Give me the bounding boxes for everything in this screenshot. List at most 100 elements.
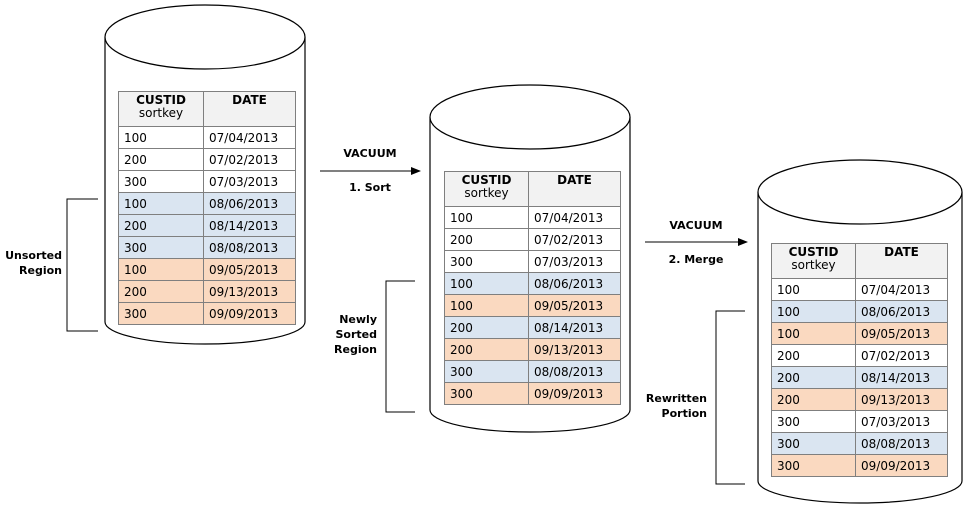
header-date: DATE bbox=[203, 91, 296, 127]
newly-sorted-bracket bbox=[385, 280, 415, 413]
custid-cell: 300 bbox=[444, 360, 529, 383]
date-cell: 08/06/2013 bbox=[203, 192, 296, 215]
merge-step-label: 2. Merge bbox=[668, 253, 724, 266]
custid-cell: 200 bbox=[444, 316, 529, 339]
newly-label-line-3: Region bbox=[334, 343, 377, 356]
date-cell: 09/05/2013 bbox=[203, 258, 296, 281]
custid-cell: 100 bbox=[444, 272, 529, 295]
rewritten-label-line-2: Portion bbox=[661, 407, 707, 420]
custid-cell: 300 bbox=[444, 382, 529, 405]
custid-cell: 100 bbox=[771, 322, 856, 345]
rewritten-portion-label: Rewritten Portion bbox=[630, 391, 707, 421]
custid-cell: 300 bbox=[771, 454, 856, 477]
custid-cell: 300 bbox=[771, 432, 856, 455]
date-cell: 07/04/2013 bbox=[855, 278, 948, 301]
date-cell: 07/04/2013 bbox=[203, 126, 296, 149]
rewritten-bracket bbox=[715, 310, 745, 485]
date-cell: 09/13/2013 bbox=[203, 280, 296, 303]
date-cell: 07/02/2013 bbox=[528, 228, 621, 251]
date-cell: 09/09/2013 bbox=[203, 302, 296, 325]
unsorted-label-line-2: Region bbox=[19, 264, 62, 277]
custid-cell: 100 bbox=[444, 294, 529, 317]
date-cell: 08/06/2013 bbox=[528, 272, 621, 295]
unsorted-region-label: Unsorted Region bbox=[0, 248, 62, 278]
custid-cell: 200 bbox=[771, 344, 856, 367]
date-cell: 09/05/2013 bbox=[528, 294, 621, 317]
date-cell: 07/02/2013 bbox=[855, 344, 948, 367]
date-cell: 07/03/2013 bbox=[203, 170, 296, 193]
custid-cell: 300 bbox=[118, 236, 204, 259]
unsorted-bracket bbox=[66, 198, 98, 332]
rewritten-label-line-1: Rewritten bbox=[645, 392, 707, 405]
vacuum-label-1: VACUUM bbox=[343, 147, 397, 160]
date-cell: 08/14/2013 bbox=[528, 316, 621, 339]
date-cell: 09/09/2013 bbox=[855, 454, 948, 477]
date-cell: 09/05/2013 bbox=[855, 322, 948, 345]
custid-cell: 200 bbox=[771, 388, 856, 411]
custid-cell: 100 bbox=[118, 258, 204, 281]
date-cell: 08/08/2013 bbox=[528, 360, 621, 383]
custid-cell: 200 bbox=[444, 338, 529, 361]
newly-sorted-region-label: Newly Sorted Region bbox=[318, 312, 377, 357]
custid-cell: 100 bbox=[118, 192, 204, 215]
date-cell: 08/06/2013 bbox=[855, 300, 948, 323]
date-cell: 09/13/2013 bbox=[528, 338, 621, 361]
custid-cell: 100 bbox=[444, 206, 529, 229]
header-date: DATE bbox=[855, 243, 948, 279]
date-cell: 07/04/2013 bbox=[528, 206, 621, 229]
custid-cell: 300 bbox=[444, 250, 529, 273]
newly-label-line-1: Newly bbox=[339, 313, 377, 326]
custid-cell: 300 bbox=[118, 302, 204, 325]
custid-cell: 100 bbox=[771, 300, 856, 323]
date-cell: 08/08/2013 bbox=[203, 236, 296, 259]
date-cell: 08/14/2013 bbox=[203, 214, 296, 237]
date-cell: 09/09/2013 bbox=[528, 382, 621, 405]
custid-cell: 300 bbox=[118, 170, 204, 193]
custid-cell: 200 bbox=[444, 228, 529, 251]
custid-cell: 200 bbox=[771, 366, 856, 389]
date-cell: 09/13/2013 bbox=[855, 388, 948, 411]
custid-cell: 300 bbox=[771, 410, 856, 433]
date-cell: 08/14/2013 bbox=[855, 366, 948, 389]
custid-cell: 200 bbox=[118, 148, 204, 171]
custid-cell: 200 bbox=[118, 280, 204, 303]
date-cell: 07/03/2013 bbox=[855, 410, 948, 433]
header-date: DATE bbox=[528, 171, 621, 207]
unsorted-label-line-1: Unsorted bbox=[5, 249, 62, 262]
date-cell: 08/08/2013 bbox=[855, 432, 948, 455]
custid-cell: 200 bbox=[118, 214, 204, 237]
vacuum-label-2: VACUUM bbox=[669, 219, 723, 232]
date-cell: 07/03/2013 bbox=[528, 250, 621, 273]
custid-cell: 100 bbox=[771, 278, 856, 301]
